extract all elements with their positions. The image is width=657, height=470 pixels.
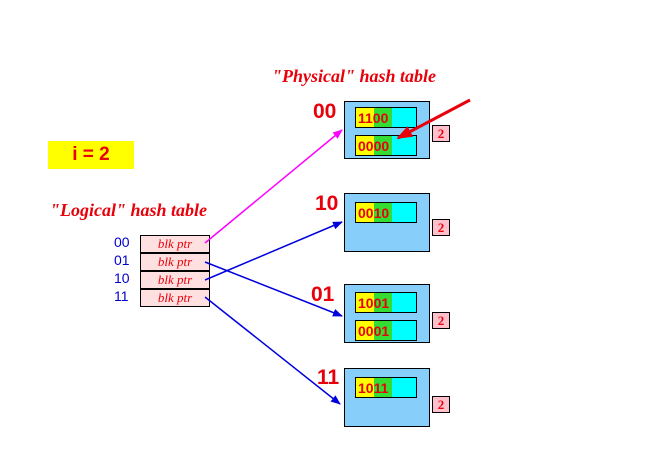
arrow-11-to-bucket-11 [204, 296, 341, 405]
arrow-00-to-bucket-00 [204, 129, 343, 244]
record-key: 1001 [358, 295, 390, 311]
record-key: 1100 [358, 110, 389, 126]
bucket-slot: 0000 [355, 135, 417, 156]
bucket-label: 01 [311, 283, 335, 306]
directory-entry: blk ptr [140, 289, 210, 307]
bucket-label: 11 [317, 366, 340, 389]
record-key: 1011 [358, 380, 389, 396]
logical-hash-table-title: "Logical" hash table [50, 200, 207, 220]
record-key: 0010 [358, 205, 390, 221]
bucket-slot: 0001 [355, 320, 417, 341]
bucket-slot: 0010 [355, 202, 417, 223]
bucket-slot: 1100 [355, 107, 417, 128]
directory-index: 11 [114, 288, 129, 304]
local-depth: 2 [432, 219, 450, 236]
bucket-00: 1100 0000 [344, 101, 430, 159]
highlight-arrow [396, 98, 471, 140]
bucket-slot: 1001 [355, 292, 417, 313]
bucket-slot: 1011 [355, 377, 417, 398]
record-key: 0001 [358, 323, 390, 339]
local-depth: 2 [432, 125, 450, 142]
directory-index: 01 [114, 252, 130, 268]
local-depth: 2 [432, 312, 450, 329]
directory-entry: blk ptr [140, 235, 210, 253]
bucket-11: 1011 [344, 368, 430, 427]
directory-entry: blk ptr [140, 253, 210, 271]
bucket-label: 10 [315, 192, 339, 215]
local-depth: 2 [432, 396, 450, 413]
global-depth-box: i = 2 [48, 141, 134, 169]
record-key: 0000 [358, 138, 390, 154]
arrow-10-to-bucket-10 [204, 221, 343, 281]
directory-index: 10 [114, 270, 130, 286]
directory-index: 00 [114, 234, 130, 250]
physical-hash-table-title: "Physical" hash table [272, 66, 436, 86]
directory-entry: blk ptr [140, 271, 210, 289]
bucket-01: 1001 0001 [344, 284, 430, 343]
bucket-10: 0010 [344, 193, 430, 252]
arrow-01-to-bucket-01 [204, 261, 343, 317]
bucket-label: 00 [313, 100, 337, 123]
